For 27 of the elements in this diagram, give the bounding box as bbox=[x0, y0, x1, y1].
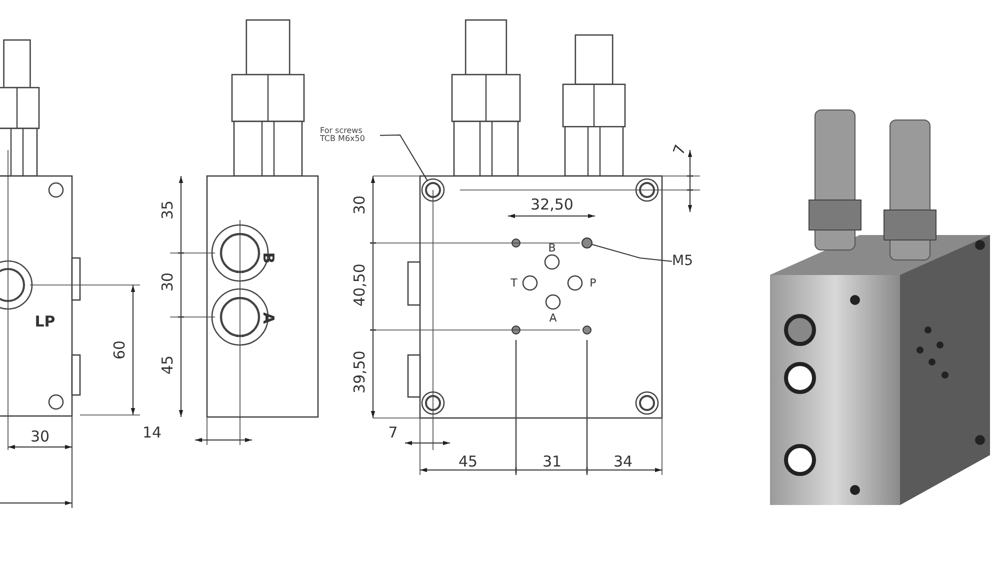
callout-text: M5 bbox=[672, 254, 693, 269]
port-label: B bbox=[548, 242, 556, 254]
dimension-text: 40,50 bbox=[352, 264, 368, 306]
port-label: P bbox=[590, 278, 596, 288]
dimension-text: 35 bbox=[160, 200, 176, 220]
dimension-text: 7 bbox=[388, 426, 398, 440]
dimension-text: 14 bbox=[142, 426, 162, 440]
dimension-text: 45 bbox=[458, 454, 478, 470]
dimension-text: 39,50 bbox=[352, 350, 368, 394]
leader-line bbox=[380, 134, 428, 182]
dimension-text: 32,50 bbox=[530, 198, 574, 212]
dimension-text: 45 bbox=[160, 355, 176, 375]
dimension-text: 30 bbox=[30, 430, 50, 444]
leader-line bbox=[591, 244, 672, 262]
screw-hole-icon bbox=[421, 178, 445, 202]
dimension-text: 7 bbox=[671, 142, 689, 158]
port-label: A bbox=[549, 312, 557, 324]
port-label: T bbox=[510, 278, 518, 288]
dimension-text: 31 bbox=[542, 454, 562, 470]
dimension-text: 30 bbox=[352, 195, 368, 215]
port-label: A bbox=[260, 312, 276, 324]
callout-text: For screws TCB M6x50 bbox=[320, 127, 380, 144]
port-label: B bbox=[260, 252, 276, 264]
dimension-text: 30 bbox=[160, 272, 176, 292]
dimension-text: 60 bbox=[112, 340, 128, 360]
dimension-text: 34 bbox=[613, 454, 633, 470]
port-label: LP bbox=[34, 314, 56, 330]
